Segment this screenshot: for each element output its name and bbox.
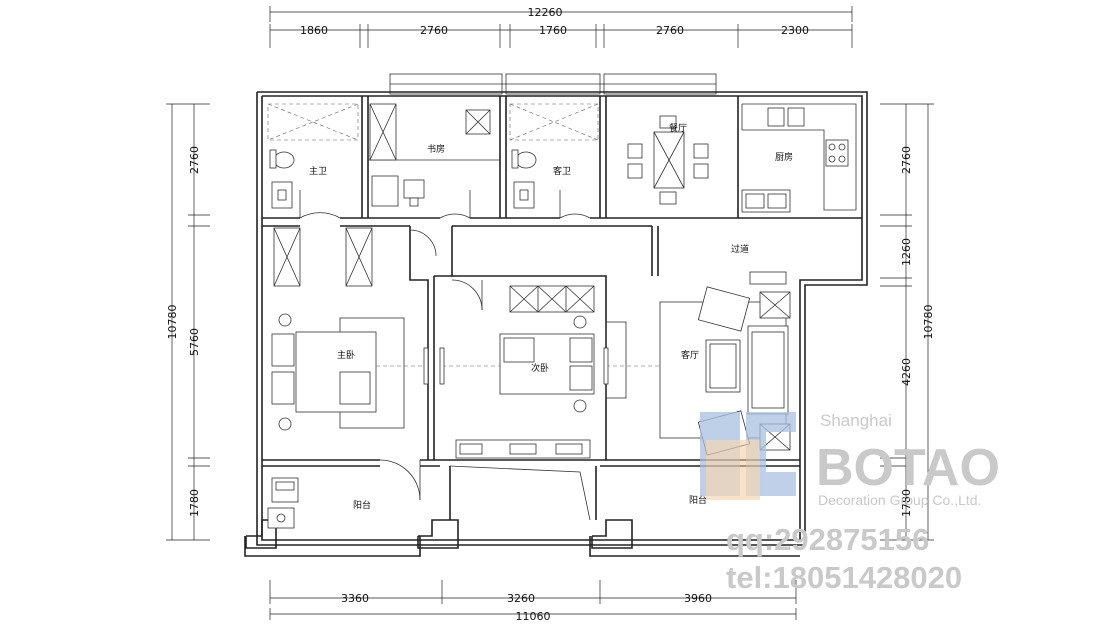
left-dim-3: 1780 — [188, 489, 201, 517]
room-label-guest-bath: 客卫 — [553, 165, 571, 177]
room-label-master-bath: 主卫 — [309, 165, 327, 177]
room-label-kitchen: 厨房 — [775, 151, 793, 163]
top-dimensions: 12260 1860 2760 1760 2760 2300 — [269, 6, 853, 48]
left-dim-1: 2760 — [188, 146, 201, 174]
master-bath-fixtures — [267, 103, 359, 209]
master-bedroom-furniture — [271, 313, 405, 431]
guest-bath-fixtures — [509, 103, 599, 209]
watermark: Shanghai BOTAO Decoration Group Co.,Ltd.… — [700, 411, 1000, 595]
room-label-dining: 餐厅 — [669, 122, 687, 134]
right-dim-4: 1780 — [900, 489, 913, 517]
exterior-walls — [244, 91, 868, 557]
right-dimensions: 10780 2760 1260 4260 1780 — [880, 103, 935, 541]
right-outer-dim: 10780 — [922, 305, 935, 340]
top-bay-windows — [389, 73, 717, 95]
bottom-dimensions: 3360 3260 3960 11060 — [269, 580, 797, 623]
top-dim-3: 1760 — [539, 24, 567, 37]
center-dashes — [376, 347, 660, 385]
watermark-tel: tel:18051428020 — [726, 560, 962, 595]
watermark-qq: qq:292875156 — [726, 522, 929, 557]
room-label-balcony-left: 阳台 — [353, 499, 371, 511]
top-dim-1: 1860 — [300, 24, 328, 37]
botao-logo-icon — [700, 412, 796, 500]
bottom-dim-1: 3360 — [341, 592, 369, 605]
kitchen-fixtures — [741, 103, 857, 213]
balcony-pillars — [245, 519, 633, 549]
wardrobes — [273, 103, 595, 459]
left-dimensions: 10780 2760 5760 1780 — [166, 103, 210, 541]
watermark-city: Shanghai — [820, 411, 892, 430]
top-dim-5: 2300 — [781, 24, 809, 37]
room-label-second-bedroom: 次卧 — [531, 362, 549, 374]
room-label-study: 书房 — [427, 143, 445, 155]
study-furniture — [371, 109, 491, 207]
bottom-total-dim: 11060 — [516, 610, 551, 623]
room-labels: 主卫 书房 客卫 餐厅 厨房 过道 主卧 次卧 客厅 阳台 阳台 — [309, 122, 793, 511]
door-swings — [299, 190, 591, 501]
watermark-company: Decoration Group Co.,Ltd. — [818, 492, 981, 508]
watermark-brand: BOTAO — [816, 439, 1000, 497]
dining-furniture — [627, 115, 709, 205]
left-dim-2: 5760 — [188, 328, 201, 356]
bottom-dim-3: 3960 — [684, 592, 712, 605]
second-bedroom-furniture — [499, 315, 627, 413]
top-dim-2: 2760 — [420, 24, 448, 37]
right-dim-3: 4260 — [900, 358, 913, 386]
room-label-balcony-right: 阳台 — [689, 494, 707, 506]
balcony-fixtures — [267, 477, 299, 529]
left-outer-dim: 10780 — [166, 305, 179, 340]
top-total-dim: 12260 — [528, 6, 563, 19]
right-dim-2: 1260 — [900, 238, 913, 266]
right-dim-1: 2760 — [900, 146, 913, 174]
room-label-living-room: 客厅 — [681, 349, 699, 361]
room-label-corridor: 过道 — [731, 243, 749, 255]
bottom-dim-2: 3260 — [507, 592, 535, 605]
room-label-master-bedroom: 主卧 — [337, 349, 355, 361]
top-dim-4: 2760 — [656, 24, 684, 37]
